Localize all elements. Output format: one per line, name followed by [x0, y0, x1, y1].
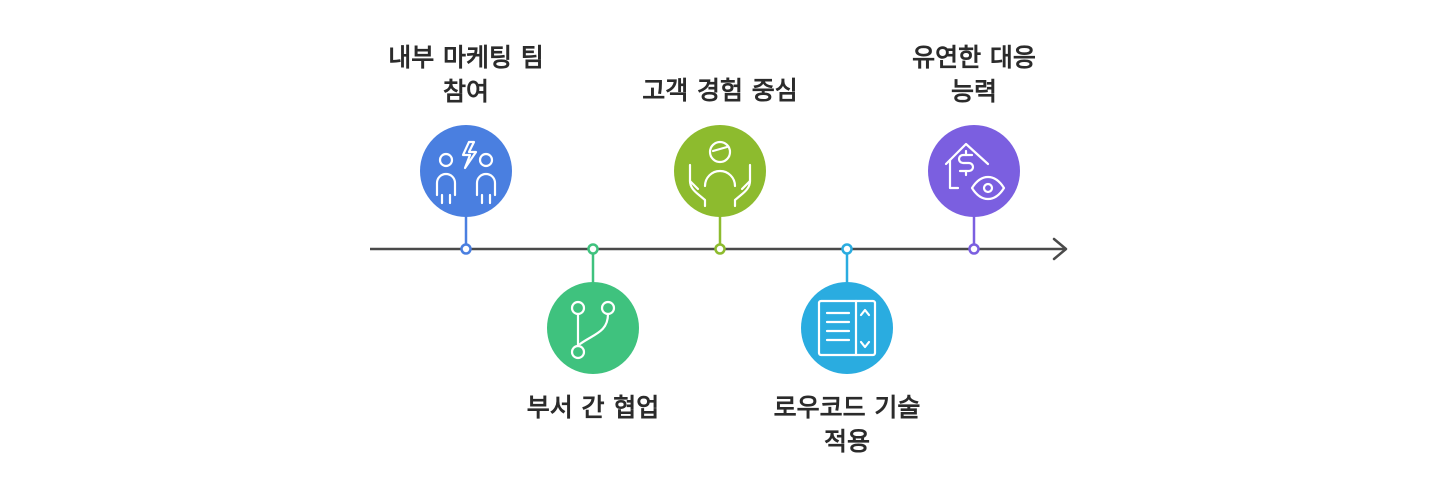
house-dollar-eye-icon [944, 142, 1006, 201]
milestone-dot [841, 243, 853, 255]
milestone-dot [968, 243, 980, 255]
label-line: 적용 [823, 427, 870, 456]
label-line: 고객 경험 중심 [642, 76, 798, 105]
label-line: 로우코드 기술 [773, 393, 921, 422]
milestone-flexibility [928, 125, 1020, 255]
person-in-hands-icon [688, 140, 752, 208]
milestone-dot [714, 243, 726, 255]
milestone-low-code [801, 243, 893, 374]
two-people-lightning-icon [435, 140, 497, 205]
milestone-circle [801, 282, 893, 374]
label-customer-centric: 고객 경험 중심 [600, 74, 840, 108]
label-cross-department: 부서 간 협업 [473, 391, 713, 425]
label-low-code: 로우코드 기술 적용 [717, 391, 977, 459]
milestone-internal-marketing [420, 125, 512, 255]
list-panel-icon [817, 299, 877, 357]
label-line: 내부 마케팅 팀 [388, 43, 544, 72]
milestone-cross-department [547, 243, 639, 374]
label-line: 유연한 대응 [912, 43, 1036, 72]
milestone-dot [460, 243, 472, 255]
milestone-circle [547, 282, 639, 374]
label-flexibility: 유연한 대응 능력 [854, 41, 1094, 109]
milestone-customer-centric [674, 125, 766, 255]
label-line: 부서 간 협업 [526, 393, 660, 422]
label-line: 참여 [442, 77, 489, 106]
milestone-circle [420, 125, 512, 217]
label-line: 능력 [950, 77, 997, 106]
branch-icon [570, 300, 616, 360]
milestone-dot [587, 243, 599, 255]
timeline-arrowhead [1052, 237, 1068, 261]
label-internal-marketing: 내부 마케팅 팀 참여 [346, 41, 586, 109]
milestone-circle [928, 125, 1020, 217]
